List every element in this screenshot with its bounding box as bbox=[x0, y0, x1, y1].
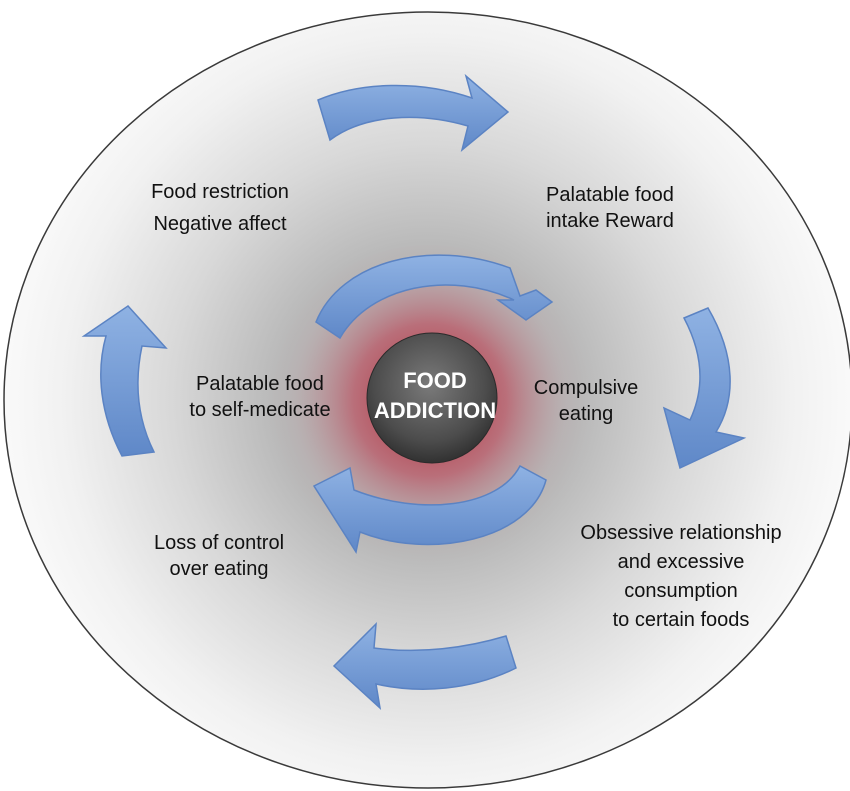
label-palatable-reward-line2: intake Reward bbox=[546, 210, 674, 232]
label-compulsive-line2: eating bbox=[558, 403, 614, 425]
label-self-medicate-line1: Palatable food bbox=[196, 373, 324, 395]
outer-arrow-right bbox=[662, 307, 747, 470]
outer-arrow-left bbox=[81, 305, 168, 457]
label-palatable-reward-line1: Palatable food bbox=[546, 184, 674, 206]
center-label-line2: ADDICTION bbox=[373, 398, 497, 423]
outer-arrow-bottom bbox=[332, 622, 517, 711]
outer-arrow-top bbox=[317, 73, 510, 153]
label-obsessive-line1: Obsessive relationship bbox=[580, 522, 782, 544]
label-loss-of-control-line2: over eating bbox=[169, 558, 269, 580]
center-disc bbox=[366, 332, 498, 464]
inner-arrow-bottom bbox=[312, 464, 547, 554]
label-food-restriction: Food restriction Negative affect bbox=[135, 176, 305, 240]
label-self-medicate: Palatable food to self-medicate bbox=[170, 371, 350, 423]
label-palatable-reward: Palatable food intake Reward bbox=[530, 182, 690, 234]
label-compulsive-line1: Compulsive bbox=[533, 377, 639, 399]
label-food-restriction-line1: Food restriction bbox=[151, 181, 289, 203]
label-food-restriction-line2: Negative affect bbox=[153, 213, 287, 235]
label-obsessive-relationship: Obsessive relationship and excessive con… bbox=[556, 519, 806, 635]
label-self-medicate-line2: to self-medicate bbox=[189, 399, 331, 421]
label-loss-of-control-line1: Loss of control bbox=[153, 532, 285, 554]
label-obsessive-line3: consumption bbox=[624, 580, 738, 602]
label-compulsive-eating: Compulsive eating bbox=[516, 375, 656, 427]
label-obsessive-line2: and excessive bbox=[617, 551, 745, 573]
inner-arrow-top bbox=[315, 254, 554, 340]
center-label: FOOD ADDICTION bbox=[360, 366, 510, 426]
label-obsessive-line4: to certain foods bbox=[612, 609, 750, 631]
label-loss-of-control: Loss of control over eating bbox=[134, 530, 304, 582]
center-label-line1: FOOD bbox=[403, 368, 467, 393]
